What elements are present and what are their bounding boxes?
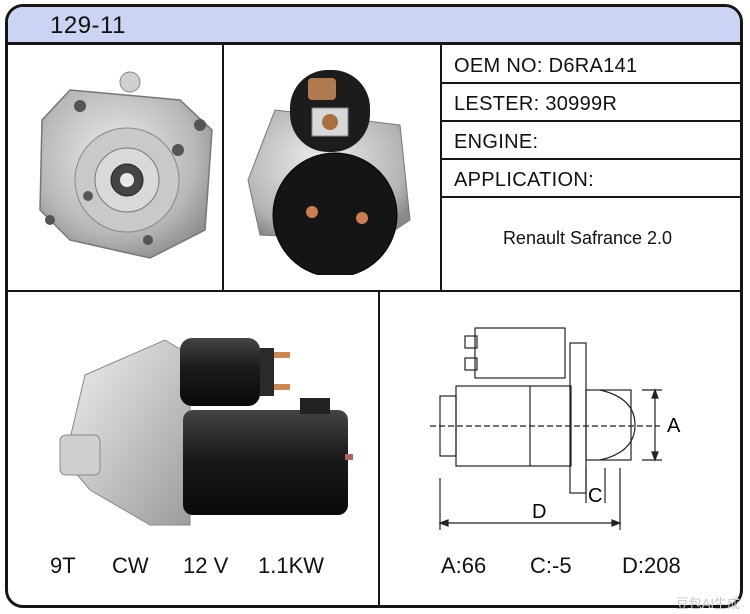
divider (440, 82, 741, 84)
engine-field: ENGINE: (454, 131, 538, 154)
lester-label: LESTER: (454, 93, 540, 115)
dim-label-a: A (667, 415, 681, 437)
application-value: Renault Safrance 2.0 (502, 228, 673, 248)
watermark: 豆包AI生成 (675, 596, 740, 611)
dim-value-d: D:208 (622, 553, 681, 578)
dim-value-a: A:66 (441, 553, 487, 578)
side-view-photo (59, 338, 353, 526)
card-header: 129-11 (8, 7, 740, 45)
dim-label-c: C (588, 485, 602, 507)
divider (8, 290, 741, 292)
product-code: 129-11 (50, 12, 126, 39)
oem-value: D6RA141 (548, 55, 638, 77)
divider (440, 42, 442, 290)
spec-power: 1.1KW (258, 553, 325, 578)
divider (378, 290, 380, 605)
application-field: APPLICATION: (454, 169, 594, 192)
divider (440, 158, 741, 160)
application-label: APPLICATION: (454, 169, 594, 191)
rear-view-photo (247, 70, 411, 275)
spec-rotation: CW (112, 553, 149, 578)
engine-label: ENGINE: (454, 131, 539, 153)
lester-field: LESTER: 30999R (454, 93, 617, 116)
oem-label: OEM NO: (454, 55, 543, 77)
lester-value: 30999R (545, 93, 618, 115)
divider (222, 42, 224, 290)
dim-label-d: D (532, 501, 546, 523)
oem-field: OEM NO: D6RA141 (454, 55, 637, 78)
divider (440, 196, 741, 198)
flange-photo (39, 71, 213, 259)
spec-voltage: 12 V (183, 553, 229, 578)
dim-value-c: C:-5 (530, 553, 572, 578)
divider (440, 120, 741, 122)
dimension-drawing: A C D (430, 327, 681, 530)
spec-teeth: 9T (50, 553, 76, 578)
